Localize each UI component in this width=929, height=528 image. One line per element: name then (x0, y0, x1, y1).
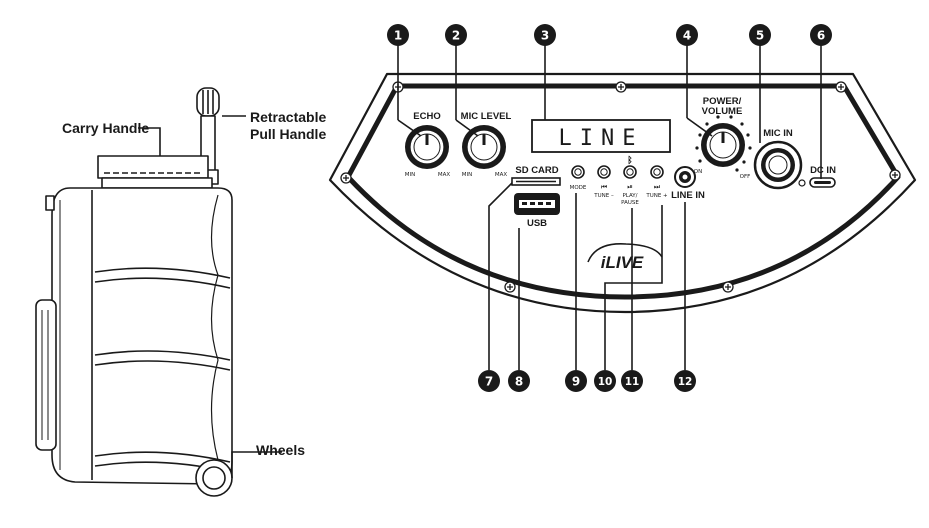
pause-label: PAUSE (621, 200, 639, 206)
wheel (195, 459, 233, 497)
echo-label: ECHO (413, 111, 440, 122)
callout-badge-7: 7 (478, 370, 500, 392)
panel-screws (340, 81, 901, 293)
svg-text:1: 1 (394, 29, 402, 43)
pull-handle-label-line1: Retractable (250, 109, 326, 125)
callout-leaders (397, 44, 822, 370)
cabinet-body (51, 187, 233, 485)
screw-icon (889, 169, 901, 181)
svg-text:9: 9 (572, 375, 580, 389)
wheels-label: Wheels (256, 442, 305, 458)
play-pause-button[interactable] (623, 165, 637, 179)
mic-level-label: MIC LEVEL (461, 111, 512, 122)
callout-badge-12: 12 (674, 370, 696, 392)
off-label: OFF (740, 174, 751, 180)
ilive-logo: iLIVE (587, 243, 663, 272)
lcd-display (531, 119, 671, 153)
mode-button[interactable] (571, 165, 585, 179)
tune-minus-button[interactable] (597, 165, 611, 179)
line-in-jack[interactable] (674, 166, 696, 188)
screw-icon (615, 81, 627, 93)
dc-in-port[interactable] (809, 177, 836, 188)
usb-port[interactable] (514, 193, 560, 215)
echo-min-label: MIN (405, 172, 415, 178)
carry-handle-label: Carry Handle (62, 120, 149, 136)
carry-handle (97, 155, 213, 189)
screw-icon (504, 281, 516, 293)
svg-text:2: 2 (452, 29, 460, 43)
callout-badge-8: 8 (508, 370, 530, 392)
callout-badge-4: 4 (676, 24, 698, 46)
previous-track-icon: ⏮ (601, 183, 607, 191)
screw-icon (340, 172, 352, 184)
mic-level-knob[interactable] (462, 125, 506, 169)
mode-label: MODE (570, 185, 587, 191)
mic-in-label: MIC IN (763, 128, 793, 139)
callout-badge-2: 2 (445, 24, 467, 46)
power-label: POWER/ (703, 96, 742, 107)
power-volume-knob[interactable] (701, 123, 745, 167)
cabinet-rib (94, 451, 231, 463)
usb-label: USB (527, 218, 547, 229)
svg-text:3: 3 (541, 29, 549, 43)
svg-text:10: 10 (598, 376, 613, 388)
callout-badge-9: 9 (565, 370, 587, 392)
side-view-labels (138, 115, 282, 478)
lcd-display-text: LINE (559, 126, 644, 151)
svg-text:5: 5 (756, 29, 764, 43)
screw-icon (722, 281, 734, 293)
pull-handle-label-line2: Pull Handle (250, 126, 326, 142)
play-pause-icon: ⏯ (627, 183, 633, 191)
callout-badge-11: 11 (621, 370, 643, 392)
dc-in-label: DC IN (810, 165, 836, 176)
speaker-side-view (35, 87, 233, 497)
svg-text:4: 4 (683, 29, 691, 43)
front-grille-edge (35, 299, 57, 451)
svg-text:11: 11 (625, 376, 640, 388)
play-label: PLAY/ (622, 193, 637, 199)
tune-minus-label: TUNE – (593, 193, 614, 199)
power-volume-dial-ticks (695, 115, 752, 172)
cabinet-rib (94, 350, 231, 361)
mic-in-jack[interactable] (753, 140, 803, 190)
cabinet-rib (94, 267, 231, 279)
line-in-label: LINE IN (671, 190, 705, 201)
callout-badge-1: 1 (387, 24, 409, 46)
sd-card-label: SD CARD (515, 165, 558, 176)
on-label: ON (694, 169, 702, 175)
power-led-icon (798, 179, 806, 187)
mic-level-max-label: MAX (495, 172, 508, 178)
echo-knob[interactable] (405, 125, 449, 169)
tune-plus-button[interactable] (650, 165, 664, 179)
next-track-icon: ⏭ (654, 183, 661, 191)
callout-badge-5: 5 (749, 24, 771, 46)
volume-label: VOLUME (702, 106, 743, 117)
svg-text:8: 8 (515, 375, 523, 389)
svg-text:7: 7 (485, 375, 493, 389)
brand-logo-text: iLIVE (601, 253, 644, 272)
svg-text:12: 12 (678, 376, 693, 388)
svg-text:6: 6 (817, 29, 825, 43)
callout-badge-3: 3 (534, 24, 556, 46)
bluetooth-icon: ᛒ (627, 155, 632, 165)
echo-max-label: MAX (438, 172, 451, 178)
callout-badge-6: 6 (810, 24, 832, 46)
callout-badge-10: 10 (594, 370, 616, 392)
tune-plus-label: TUNE + (645, 193, 668, 199)
mic-level-min-label: MIN (462, 172, 472, 178)
screw-icon (835, 81, 847, 93)
